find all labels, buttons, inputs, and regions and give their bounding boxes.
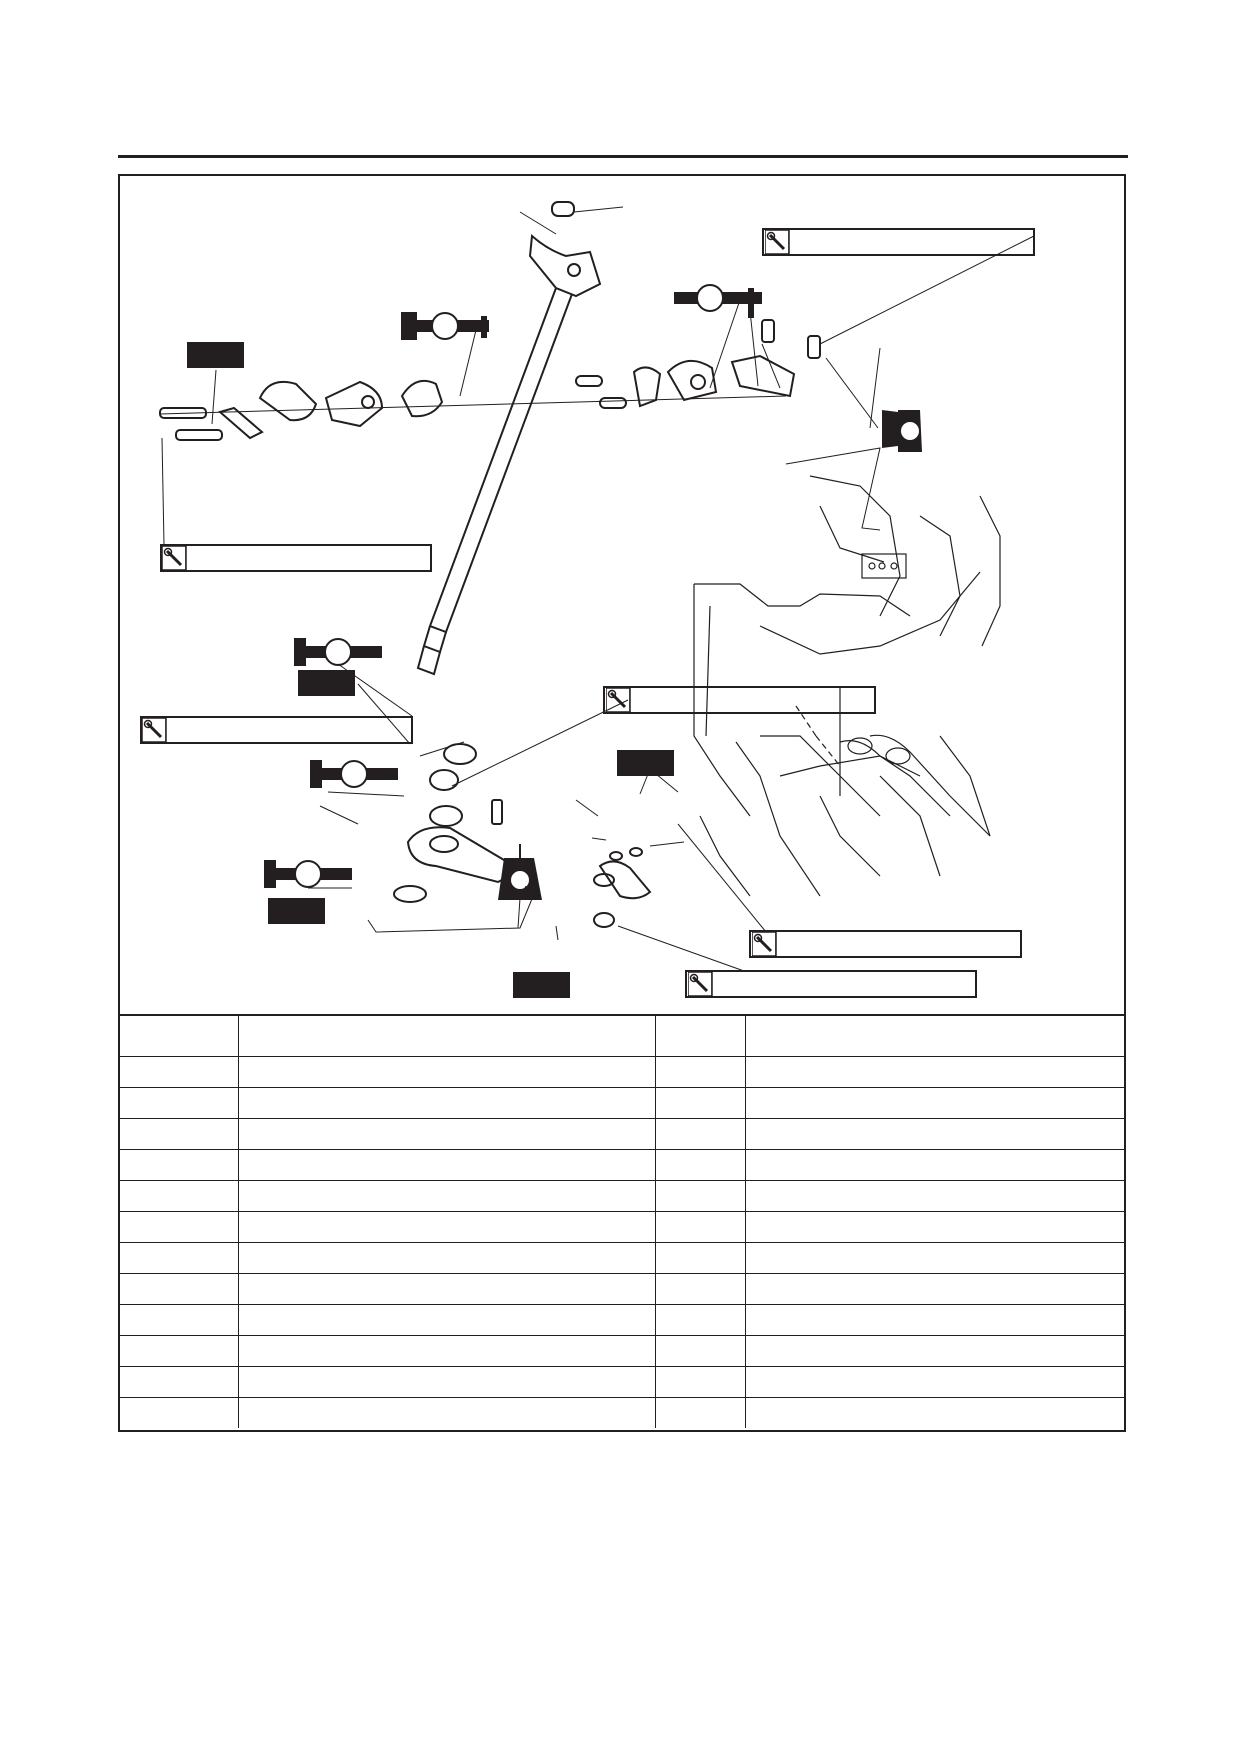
table-row	[120, 1211, 1124, 1243]
torque-box-center	[603, 686, 876, 714]
table-cell	[745, 1149, 1124, 1181]
torque-box-bottom	[685, 970, 977, 998]
table-cell	[655, 1180, 746, 1212]
table-cell	[238, 1149, 656, 1181]
table-cell	[745, 1273, 1124, 1305]
table-row	[120, 1087, 1124, 1119]
table-cell	[745, 1056, 1124, 1088]
grease-symbol-1	[401, 312, 489, 340]
table-cell	[655, 1273, 746, 1305]
tag-box-4	[268, 898, 325, 924]
threadlock-symbol-1	[882, 410, 922, 452]
table-cell	[745, 1304, 1124, 1336]
col-header	[745, 1014, 1124, 1057]
table-header-row	[120, 1014, 1124, 1057]
table-cell	[238, 1211, 656, 1243]
tag-box-3	[617, 750, 674, 776]
table-cell	[745, 1211, 1124, 1243]
table-cell	[238, 1273, 656, 1305]
table-row	[120, 1273, 1124, 1305]
table-cell	[655, 1211, 746, 1243]
table-cell	[120, 1056, 239, 1088]
table-row	[120, 1118, 1124, 1150]
leader-lines	[161, 206, 1035, 972]
parts-table	[120, 1014, 1124, 1428]
tag-box-5	[513, 972, 570, 998]
table-cell	[120, 1273, 239, 1305]
table-cell	[120, 1304, 239, 1336]
table-cell	[120, 1180, 239, 1212]
table-cell	[745, 1335, 1124, 1367]
table-cell	[120, 1242, 239, 1274]
table-cell	[745, 1180, 1124, 1212]
table-cell	[120, 1087, 239, 1119]
table-cell	[238, 1304, 656, 1336]
table-cell	[745, 1366, 1124, 1398]
table-cell	[120, 1118, 239, 1150]
table-cell	[120, 1211, 239, 1243]
table-cell	[655, 1056, 746, 1088]
table-cell	[238, 1366, 656, 1398]
torque-box-left	[160, 544, 432, 572]
table-cell	[120, 1366, 239, 1398]
linkage-assembly	[159, 319, 821, 441]
col-header	[238, 1014, 656, 1057]
table-cell	[745, 1242, 1124, 1274]
table-cell	[655, 1118, 746, 1150]
table-cell	[745, 1397, 1124, 1428]
table-row	[120, 1149, 1124, 1181]
tag-box-1	[187, 342, 244, 368]
table-cell	[655, 1304, 746, 1336]
table-cell	[655, 1149, 746, 1181]
col-header	[120, 1014, 239, 1057]
col-header	[655, 1014, 746, 1057]
table-row	[120, 1335, 1124, 1367]
grease-symbol-5	[264, 860, 352, 888]
table-cell	[745, 1118, 1124, 1150]
steering-column	[416, 201, 602, 676]
table-cell	[238, 1056, 656, 1088]
table-cell	[655, 1087, 746, 1119]
vehicle-frame-sketch	[693, 475, 1001, 897]
table-cell	[238, 1397, 656, 1428]
torque-box-mid-left	[140, 716, 413, 744]
threadlock-symbol-2	[498, 844, 542, 900]
table-cell	[120, 1149, 239, 1181]
table-cell	[745, 1087, 1124, 1119]
header-rule	[118, 155, 1128, 158]
table-cell	[655, 1242, 746, 1274]
table-cell	[238, 1242, 656, 1274]
table-row	[120, 1242, 1124, 1274]
table-row	[120, 1056, 1124, 1088]
torque-box-top-right	[762, 228, 1035, 256]
grease-symbol-3	[294, 638, 382, 666]
table-row	[120, 1180, 1124, 1212]
table-cell	[655, 1366, 746, 1398]
tag-box-2	[298, 670, 355, 696]
table-cell	[655, 1397, 746, 1428]
table-cell	[120, 1397, 239, 1428]
table-row	[120, 1304, 1124, 1336]
table-cell	[238, 1118, 656, 1150]
table-row	[120, 1366, 1124, 1398]
steering-exploded-diagram	[140, 201, 1035, 998]
lower-assembly	[393, 743, 652, 928]
torque-box-lower-right	[749, 930, 1022, 958]
table-cell	[655, 1335, 746, 1367]
table-row	[120, 1397, 1124, 1428]
grease-symbol-4	[310, 760, 398, 788]
table-cell	[238, 1335, 656, 1367]
table-cell	[120, 1335, 239, 1367]
table-cell	[238, 1087, 656, 1119]
table-cell	[238, 1180, 656, 1212]
illustration-frame	[118, 174, 1126, 1432]
